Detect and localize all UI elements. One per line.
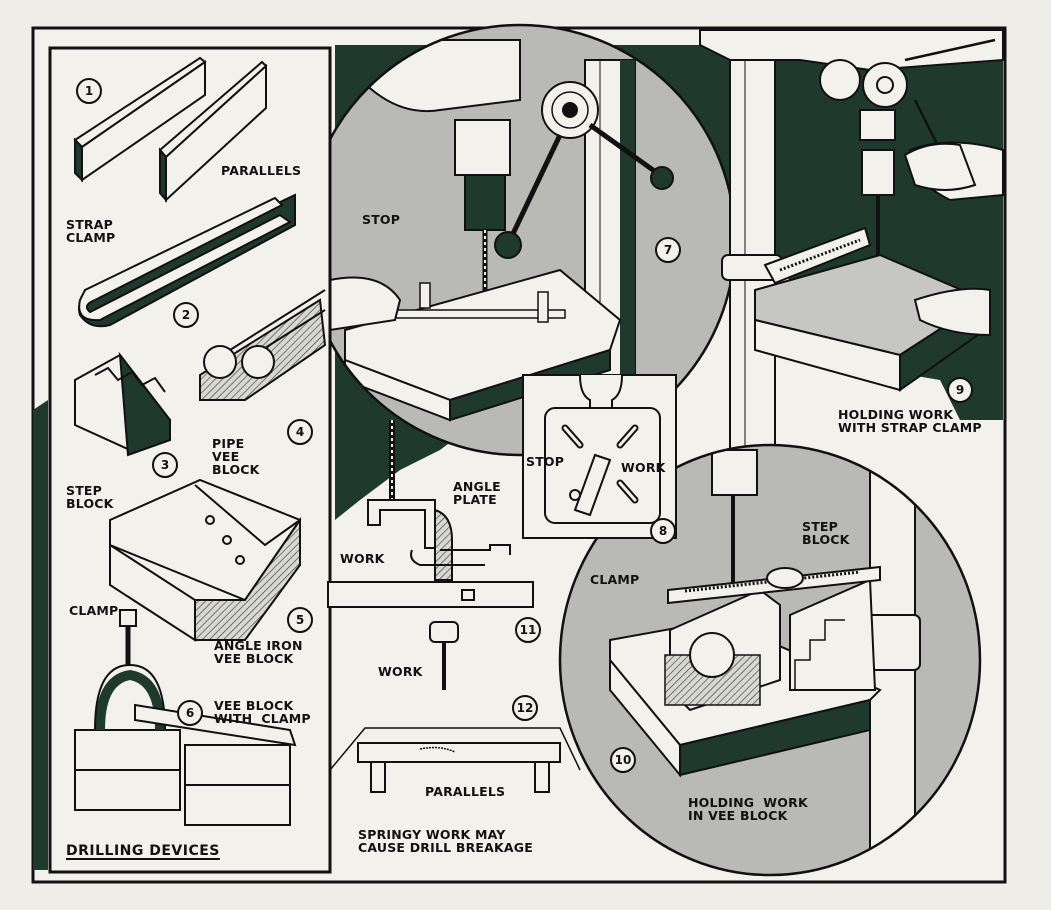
panel-number-11: 11 [515, 617, 541, 643]
panel-number-6: 6 [177, 700, 203, 726]
panel-12-springy-work [329, 621, 581, 793]
label-springy-work-warning: SPRINGY WORK MAY CAUSE DRILL BREAKAGE [358, 827, 533, 855]
label-vee-block-with-clamp: VEE BLOCK WITH CLAMP [214, 698, 311, 726]
label-work-12: WORK [378, 664, 423, 679]
panel-number-3: 3 [152, 452, 178, 478]
label-step-block: STEP BLOCK [66, 483, 114, 511]
panel-11-angle-plate [327, 420, 534, 608]
label-clamp-6: CLAMP [69, 603, 119, 618]
panel-number-12: 12 [512, 695, 538, 721]
label-angle-plate: ANGLE PLATE [453, 479, 501, 507]
panel-number-8: 8 [650, 518, 676, 544]
panel-number-7: 7 [655, 237, 681, 263]
panel-8-inset [522, 374, 677, 539]
label-parallels-12: PARALLELS [425, 784, 506, 799]
label-stop-7: STOP [362, 212, 401, 227]
pipe-vee-block-4 [199, 289, 327, 401]
label-step-block-10: STEP BLOCK [802, 519, 850, 547]
label-parallels: PARALLELS [221, 163, 302, 178]
panel-number-2: 2 [173, 302, 199, 328]
panel-number-4: 4 [287, 419, 313, 445]
label-work-8: WORK [621, 460, 666, 475]
label-clamp-10: CLAMP [590, 572, 640, 587]
label-pipe-vee-block: PIPE VEE BLOCK [212, 436, 260, 477]
angle-iron-vee-block-5 [109, 478, 302, 642]
vignette-10 [560, 445, 980, 875]
step-block-3 [74, 351, 172, 457]
panel-number-10: 10 [610, 747, 636, 773]
label-angle-iron-vee-block: ANGLE IRON VEE BLOCK [214, 638, 303, 666]
label-holding-work-vee-block: HOLDING WORK IN VEE BLOCK [688, 795, 808, 823]
label-work-11: WORK [340, 551, 385, 566]
strap-clamp-2 [78, 193, 296, 328]
panel-number-9: 9 [947, 377, 973, 403]
label-stop-8: STOP [526, 454, 565, 469]
label-strap-clamp: STRAP CLAMP [66, 217, 116, 245]
panel-9-drill-press [699, 29, 1004, 501]
parallels-1 [73, 56, 268, 203]
label-holding-work-strap-clamp: HOLDING WORK WITH STRAP CLAMP [838, 407, 982, 435]
panel-number-5: 5 [287, 607, 313, 633]
figure-title: DRILLING DEVICES [66, 843, 220, 859]
panel-number-1: 1 [76, 78, 102, 104]
vee-block-with-clamp-6 [74, 609, 297, 826]
